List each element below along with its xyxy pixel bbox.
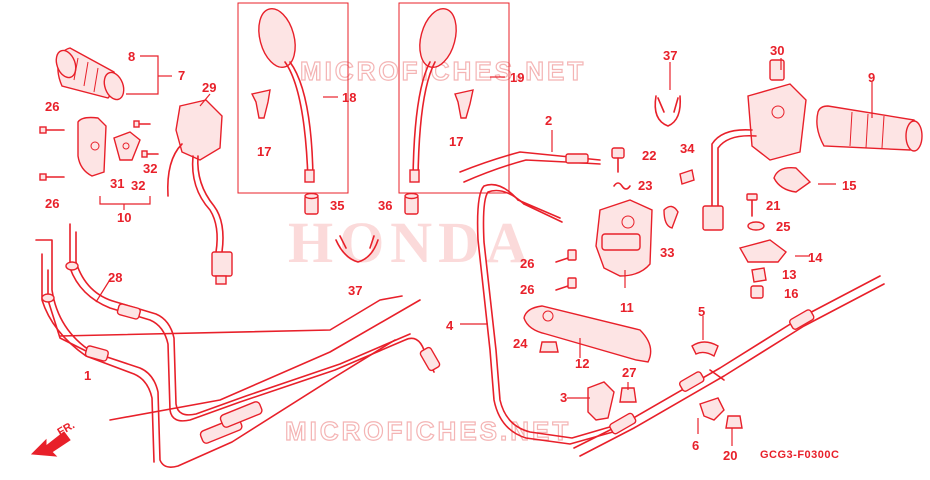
callout-30: 30 (770, 43, 784, 58)
callout-27: 27 (622, 365, 636, 380)
callout-26-b: 26 (45, 196, 59, 211)
callout-32-a: 32 (143, 161, 157, 176)
switch-29 (166, 99, 233, 285)
callout-5: 5 (698, 304, 705, 319)
nut-13 (751, 267, 767, 283)
fr-label: FR. (56, 419, 77, 438)
callout-24: 24 (513, 336, 528, 351)
bolt-27 (619, 387, 637, 403)
callout-28: 28 (108, 270, 122, 285)
bolt-20 (725, 415, 743, 429)
callout-20: 20 (723, 448, 737, 463)
callout-10: 10 (117, 210, 131, 225)
callout-12: 12 (575, 356, 589, 371)
mirror-left-frame (237, 2, 349, 194)
knob-15 (773, 167, 812, 193)
washer-25 (747, 221, 765, 231)
right-mirror (409, 7, 457, 183)
collar-16 (750, 285, 764, 299)
callout-22: 22 (642, 148, 656, 163)
switch-right-30 (702, 59, 807, 231)
mirror-cap-left (250, 89, 271, 119)
callout-26-a: 26 (45, 99, 59, 114)
wire-2 (459, 151, 601, 183)
spring-23 (613, 182, 631, 190)
clutch-cable (573, 275, 885, 457)
callout-32-b: 32 (131, 178, 145, 193)
callout-17-b: 17 (449, 134, 463, 149)
callout-37-b: 37 (348, 283, 362, 298)
leader-lines (95, 55, 873, 446)
lever-12 (523, 305, 652, 363)
callout-9: 9 (868, 70, 875, 85)
handlebar-4 (476, 183, 621, 445)
callout-31: 31 (110, 176, 124, 191)
lever-bracket-11 (595, 199, 653, 277)
screw-32-mid (141, 150, 159, 158)
callout-6: 6 (692, 438, 699, 453)
adapter-36 (404, 192, 419, 215)
callout-8: 8 (128, 49, 135, 64)
mirror-cap-right (454, 89, 474, 119)
callout-35: 35 (330, 198, 344, 213)
handlebar-4-inner (482, 189, 621, 439)
front-direction-arrow: FR. (30, 419, 77, 457)
callout-36: 36 (378, 198, 392, 213)
watermark-center: HONDA (288, 210, 534, 275)
callout-7: 7 (178, 68, 185, 83)
callout-25: 25 (776, 219, 790, 234)
screw-26-left-bottom (39, 173, 65, 181)
callout-29: 29 (202, 80, 216, 95)
watermark-bottom: MICROFICHES.NET (285, 416, 571, 446)
handlebar-4-end (517, 199, 563, 223)
screw-22 (611, 147, 625, 173)
callout-21: 21 (766, 198, 780, 213)
screw-21 (746, 193, 758, 217)
screw-34 (679, 169, 695, 185)
plate-14 (738, 239, 787, 263)
screw-26-bracket-bottom (555, 277, 577, 291)
callout-17-a: 17 (257, 144, 271, 159)
callout-2: 2 (545, 113, 552, 128)
grip-right-9 (816, 105, 923, 152)
callout-19: 19 (510, 70, 524, 85)
callout-3: 3 (560, 390, 567, 405)
callout-11: 11 (620, 300, 634, 315)
callout-16: 16 (784, 286, 798, 301)
band-37-lower (335, 235, 379, 263)
callout-26-d: 26 (520, 282, 534, 297)
adapter-35 (304, 192, 319, 215)
callout-14: 14 (808, 250, 823, 265)
throttle-cables (35, 223, 441, 468)
clamp-5 (691, 341, 719, 358)
callout-4: 4 (446, 318, 454, 333)
screw-32-top (133, 120, 151, 128)
band-37-upper (654, 95, 682, 127)
mirror-right-frame (398, 2, 510, 194)
callout-13: 13 (782, 267, 796, 282)
callout-26-c: 26 (520, 256, 534, 271)
clip-33 (663, 205, 679, 229)
callout-33: 33 (660, 245, 674, 260)
switch-left (77, 116, 141, 177)
diagram-code: GCG3-F0300C (760, 449, 839, 461)
nut-24 (539, 341, 559, 353)
callout-34: 34 (680, 141, 695, 156)
callout-37-a: 37 (663, 48, 677, 63)
grip-left (55, 47, 125, 101)
callout-18: 18 (342, 90, 356, 105)
holder-3 (587, 381, 615, 421)
clamp-6 (699, 397, 725, 421)
callout-15: 15 (842, 178, 856, 193)
callout-23: 23 (638, 178, 652, 193)
callout-1: 1 (84, 368, 91, 383)
left-mirror (258, 7, 315, 183)
screw-26-left-top (39, 126, 65, 134)
screw-26-bracket-top (555, 249, 577, 263)
